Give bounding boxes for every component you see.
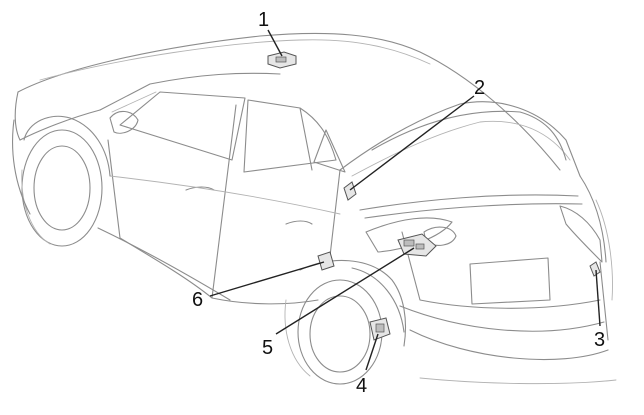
leader-line-3 (595, 269, 601, 327)
leader-line-4 (365, 333, 379, 371)
callout-4: 4 (356, 375, 367, 397)
component-2-pillar-module (343, 181, 357, 201)
leader-line-1 (267, 29, 283, 57)
leader-line-6 (209, 261, 325, 297)
leader-lines (209, 29, 601, 371)
leader-line-5 (275, 247, 415, 335)
callout-3: 3 (594, 329, 605, 351)
component-3-rear-sensor (589, 261, 601, 277)
callout-2: 2 (474, 77, 485, 99)
car-body (12, 32, 617, 385)
callout-1: 1 (258, 9, 269, 31)
callout-labels: 1 2 3 4 5 6 (192, 9, 605, 397)
component-1-roof-module (267, 51, 297, 69)
leader-line-2 (349, 95, 475, 191)
callout-5: 5 (262, 337, 273, 359)
component-4-rear-quarter-module (369, 317, 391, 341)
component-5-trunk-ecu (397, 233, 437, 257)
component-6-side-panel-module (317, 251, 335, 271)
callout-6: 6 (192, 289, 203, 311)
